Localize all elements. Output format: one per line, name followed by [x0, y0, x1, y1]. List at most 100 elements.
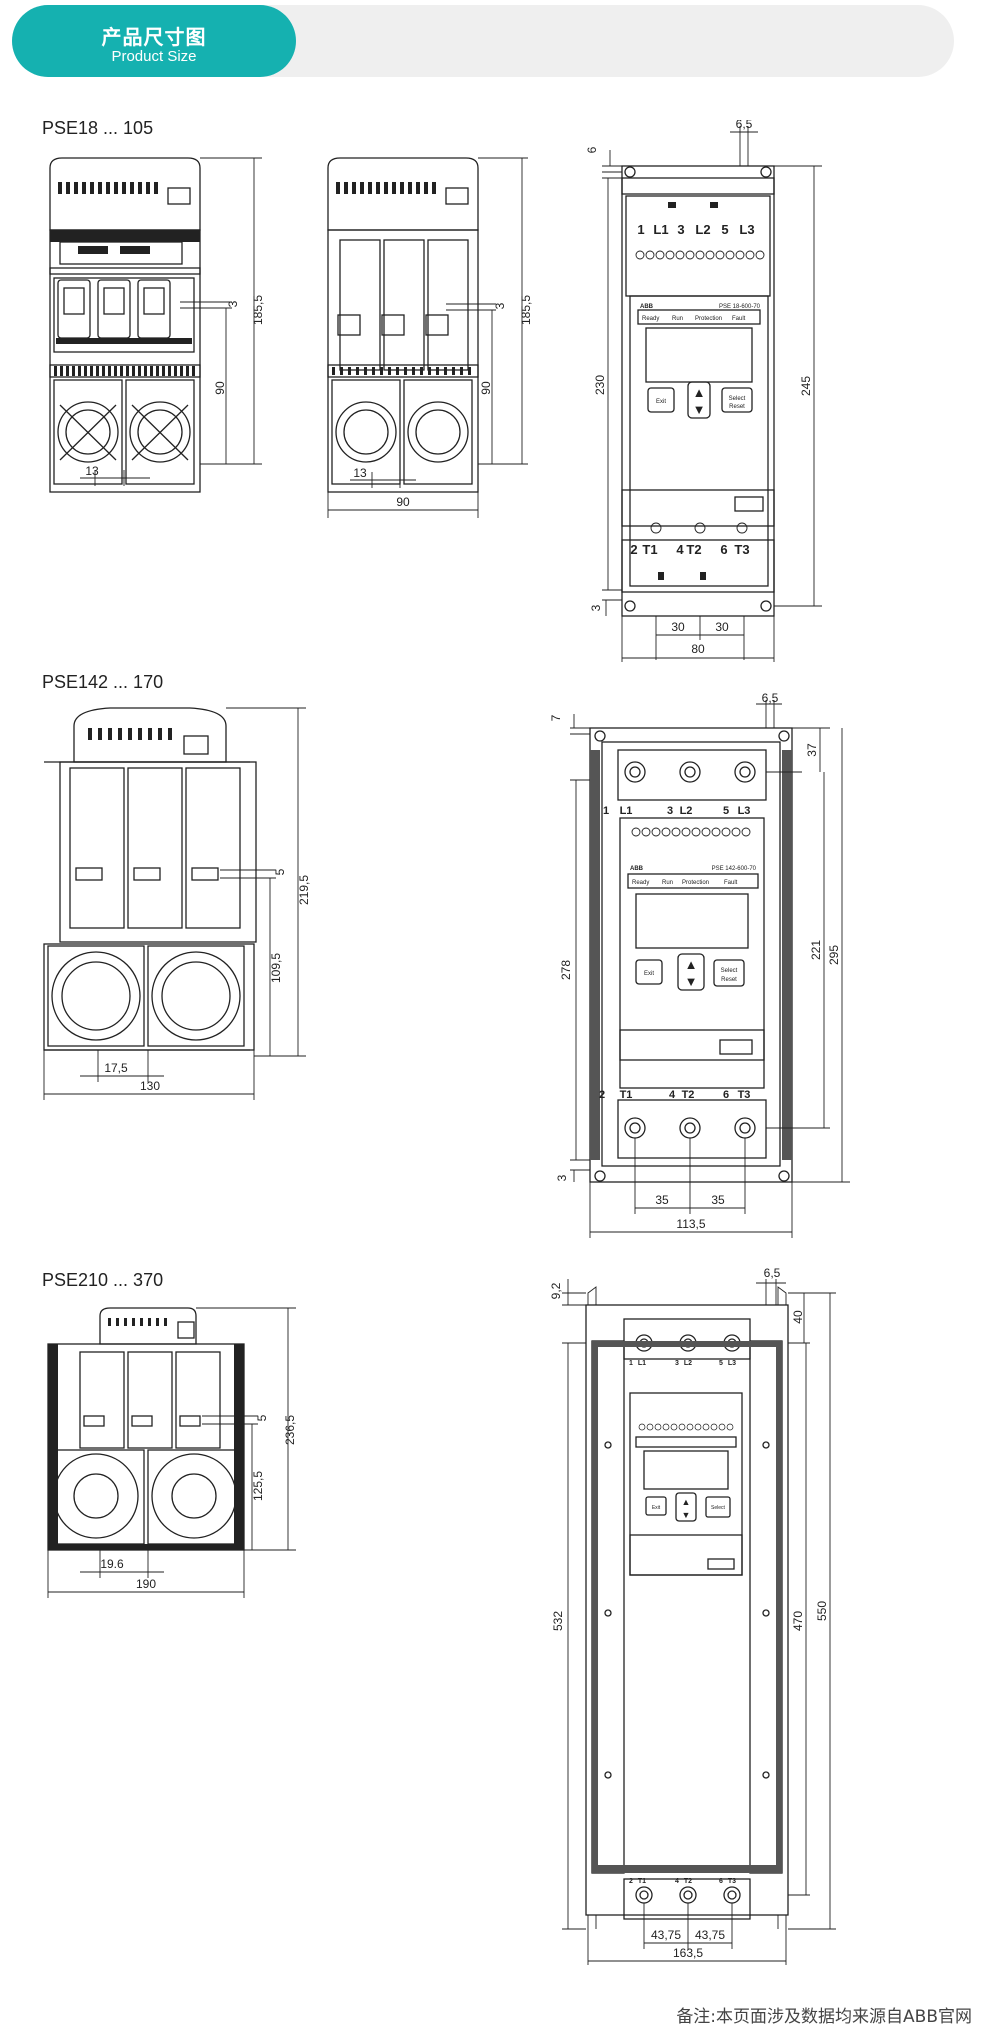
header-title-pill: 产品尺寸图 Product Size: [12, 5, 296, 77]
section-title-pse142-170: PSE142 ... 170: [42, 672, 164, 692]
footnote: 备注:本页面涉及数据均来源自ABB官网: [676, 2007, 972, 2027]
section-title-pse210-370: PSE210 ... 370: [42, 1270, 164, 1290]
dim-label: 109,5: [269, 953, 283, 983]
terminal-label: 6: [720, 542, 727, 557]
hmi-reset-label: Reset: [721, 977, 737, 983]
dim-label: 532: [551, 1611, 565, 1631]
terminal-label: L1: [653, 222, 668, 237]
dim-label: 30: [671, 620, 685, 634]
terminal-label: 3: [677, 222, 684, 237]
arrow-up-icon: ▲: [682, 1497, 691, 1507]
dim-label: 17,5: [104, 1061, 128, 1075]
dim-label: 35: [655, 1193, 669, 1207]
dim-label: 6: [585, 146, 599, 153]
hmi-model: PSE 142-600-70: [712, 866, 757, 872]
hmi-exit-button: Exit: [652, 1505, 661, 1511]
hmi-led: Ready: [632, 880, 649, 886]
hmi-led: Protection: [682, 880, 709, 886]
dim-label: 90: [479, 381, 493, 395]
terminal-label: T1: [620, 1089, 633, 1101]
drawing-pse18-side: 1 L1 3 L2 5 L3 2 T1 4 T2 6 T3 ABB PSE 18…: [585, 120, 822, 662]
arrow-up-icon: ▲: [685, 957, 698, 972]
terminal-label: T3: [728, 1878, 736, 1885]
terminal-label: T1: [642, 542, 657, 557]
dim-label: 43,75: [695, 1928, 725, 1942]
drawing-pse210-side: 1 L1 3 L2 5 L3 2 T1 4 T2 6 T3 Exit Selec…: [549, 1266, 836, 1965]
dim-label: 230: [593, 375, 607, 395]
terminal-label: 5: [721, 222, 728, 237]
hmi-led: Fault: [732, 316, 746, 322]
terminal-label: 4: [675, 1878, 679, 1885]
terminal-label: 5: [719, 1360, 723, 1367]
dim-label: 80: [691, 642, 705, 656]
dim-label: 295: [827, 945, 841, 965]
hmi-select-button: Select: [729, 396, 746, 402]
terminal-label: L2: [680, 805, 693, 817]
terminal-label: L2: [695, 222, 710, 237]
dim-label: 185,5: [251, 295, 265, 325]
terminal-label: 6: [723, 1089, 729, 1101]
dim-label: 90: [213, 381, 227, 395]
dim-label: 19.6: [100, 1557, 124, 1571]
dim-label: 125,5: [251, 1471, 265, 1501]
hmi-led: Run: [672, 316, 683, 322]
dim-label: 90: [396, 495, 410, 509]
hmi-model: PSE 18-600-70: [719, 304, 761, 310]
drawing-pse210-front: 5 236,5 125,5 19.6 190: [47, 1307, 297, 1598]
hmi-select-button: Select: [711, 1505, 726, 1511]
terminal-label: 1: [629, 1360, 633, 1367]
dim-label: 30: [715, 620, 729, 634]
dim-label: 6,5: [764, 1266, 781, 1280]
dim-label: 236,5: [283, 1415, 297, 1445]
terminal-label: T1: [638, 1878, 646, 1885]
drawing-pse18-covered: 3 185,5 90 13 90: [327, 157, 533, 518]
dim-label: 3: [493, 302, 507, 309]
header-title-zh: 产品尺寸图: [101, 25, 207, 49]
dim-label: 113,5: [676, 1217, 705, 1231]
terminal-label: T2: [686, 542, 701, 557]
terminal-label: L3: [728, 1360, 736, 1367]
dim-label: 185,5: [519, 295, 533, 325]
hmi-brand: ABB: [630, 866, 644, 872]
hmi-brand: ABB: [640, 304, 654, 310]
terminal-label: T3: [734, 542, 749, 557]
hmi-reset-label: Reset: [729, 404, 745, 410]
dim-label: 43,75: [651, 1928, 681, 1942]
arrow-up-icon: ▲: [693, 385, 706, 400]
terminal-label: 2: [630, 542, 637, 557]
dim-label: 163,5: [673, 1946, 703, 1960]
terminal-label: 1: [603, 805, 609, 817]
dim-label: 6,5: [736, 120, 753, 131]
terminal-label: 4: [669, 1089, 676, 1101]
dim-label: 221: [809, 940, 823, 960]
dim-label: 550: [815, 1601, 829, 1621]
dim-label: 13: [85, 464, 99, 478]
arrow-down-icon: ▼: [685, 974, 698, 989]
terminal-label: 6: [719, 1878, 723, 1885]
hmi-led: Fault: [724, 880, 738, 886]
dim-label: 278: [559, 960, 573, 980]
dim-label: 9,2: [549, 1282, 563, 1299]
hmi-exit-button: Exit: [656, 399, 666, 405]
arrow-down-icon: ▼: [693, 402, 706, 417]
header-title-en: Product Size: [111, 48, 197, 65]
drawing-pse18-front: 3 185,5 90 13: [49, 157, 265, 493]
dim-label: 3: [226, 300, 240, 307]
terminal-label: L2: [684, 1360, 692, 1367]
hmi-led: Run: [662, 880, 673, 886]
drawing-pse142-side: 1 L1 3 L2 5 L3 2 T1 4 T2 6 T3 ABB PSE 14…: [549, 691, 850, 1238]
arrow-down-icon: ▼: [682, 1510, 691, 1520]
terminal-label: 3: [675, 1360, 679, 1367]
dim-label: 130: [140, 1079, 160, 1093]
terminal-label: T2: [684, 1878, 692, 1885]
dim-label: 35: [711, 1193, 725, 1207]
dim-label: 245: [799, 376, 813, 396]
drawing-pse142-front: 5 219,5 109,5 17,5 130: [43, 707, 310, 1100]
terminal-label: 1: [637, 222, 644, 237]
dim-label: 5: [255, 1414, 269, 1421]
dim-label: 219,5: [297, 875, 310, 905]
dim-label: 3: [589, 604, 603, 611]
dim-label: 190: [136, 1577, 156, 1591]
dim-label: 13: [353, 466, 367, 480]
hmi-exit-button: Exit: [644, 971, 654, 977]
